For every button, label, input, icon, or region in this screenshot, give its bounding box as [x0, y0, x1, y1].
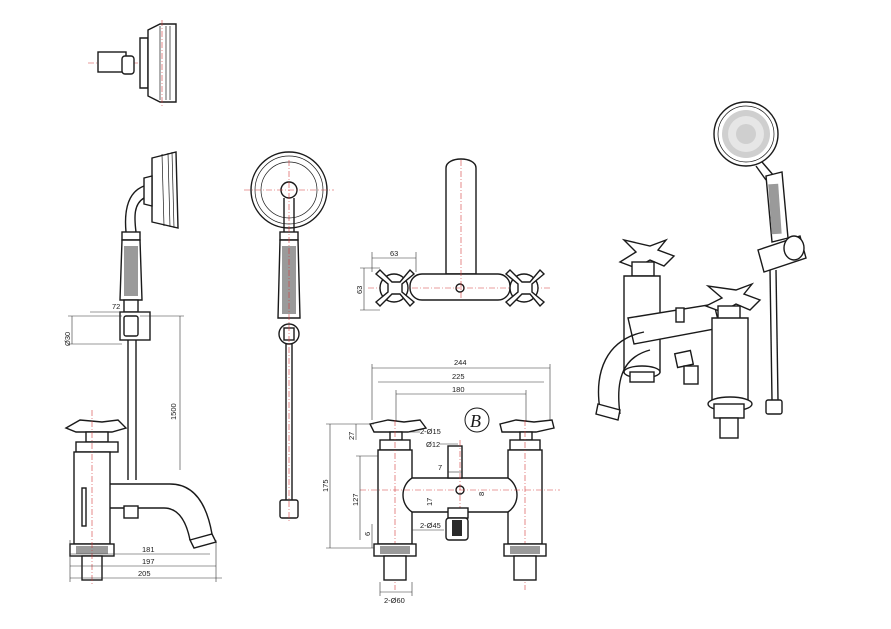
- dim-2-d15: 2-Ø15: [420, 427, 441, 436]
- dim-d30: Ø30: [63, 332, 72, 346]
- dim-63-height: 63: [355, 286, 364, 294]
- handshower-front-view: [244, 151, 334, 522]
- dim-180: 180: [452, 385, 465, 394]
- dim-6: 6: [363, 532, 372, 536]
- dim-63-width: 63: [390, 249, 398, 258]
- logo-letter: B: [470, 411, 481, 431]
- dim-127: 127: [351, 493, 360, 506]
- left-cross-handle-plan: [374, 268, 416, 308]
- dim-197: 197: [142, 557, 155, 566]
- plan-view: 63 63: [355, 158, 550, 311]
- front-elevation: 244 225 180: [321, 358, 560, 605]
- dim-181: 181: [142, 545, 155, 554]
- dim-17: 17: [425, 498, 434, 506]
- dim-7: 7: [438, 463, 442, 472]
- dim-175: 175: [321, 479, 330, 492]
- dim-225: 225: [452, 372, 465, 381]
- dim-2-d45: 2-Ø45: [420, 521, 441, 530]
- dim-205: 205: [138, 569, 151, 578]
- dim-72: 72: [112, 302, 120, 311]
- brand-logo: B: [464, 407, 490, 433]
- isometric-view: [595, 101, 807, 439]
- dim-8: 8: [477, 492, 486, 496]
- dim-27: 27: [347, 432, 356, 440]
- dim-2-d60: 2-Ø60: [384, 596, 405, 605]
- dim-d12: Ø12: [426, 440, 440, 449]
- right-cross-handle-plan: [504, 268, 546, 308]
- dim-244: 244: [454, 358, 467, 367]
- side-elevation: 72 Ø30 1500 181 197 205: [63, 151, 222, 584]
- handset-holder-top-view: [88, 20, 177, 106]
- dim-1500: 1500: [169, 403, 178, 420]
